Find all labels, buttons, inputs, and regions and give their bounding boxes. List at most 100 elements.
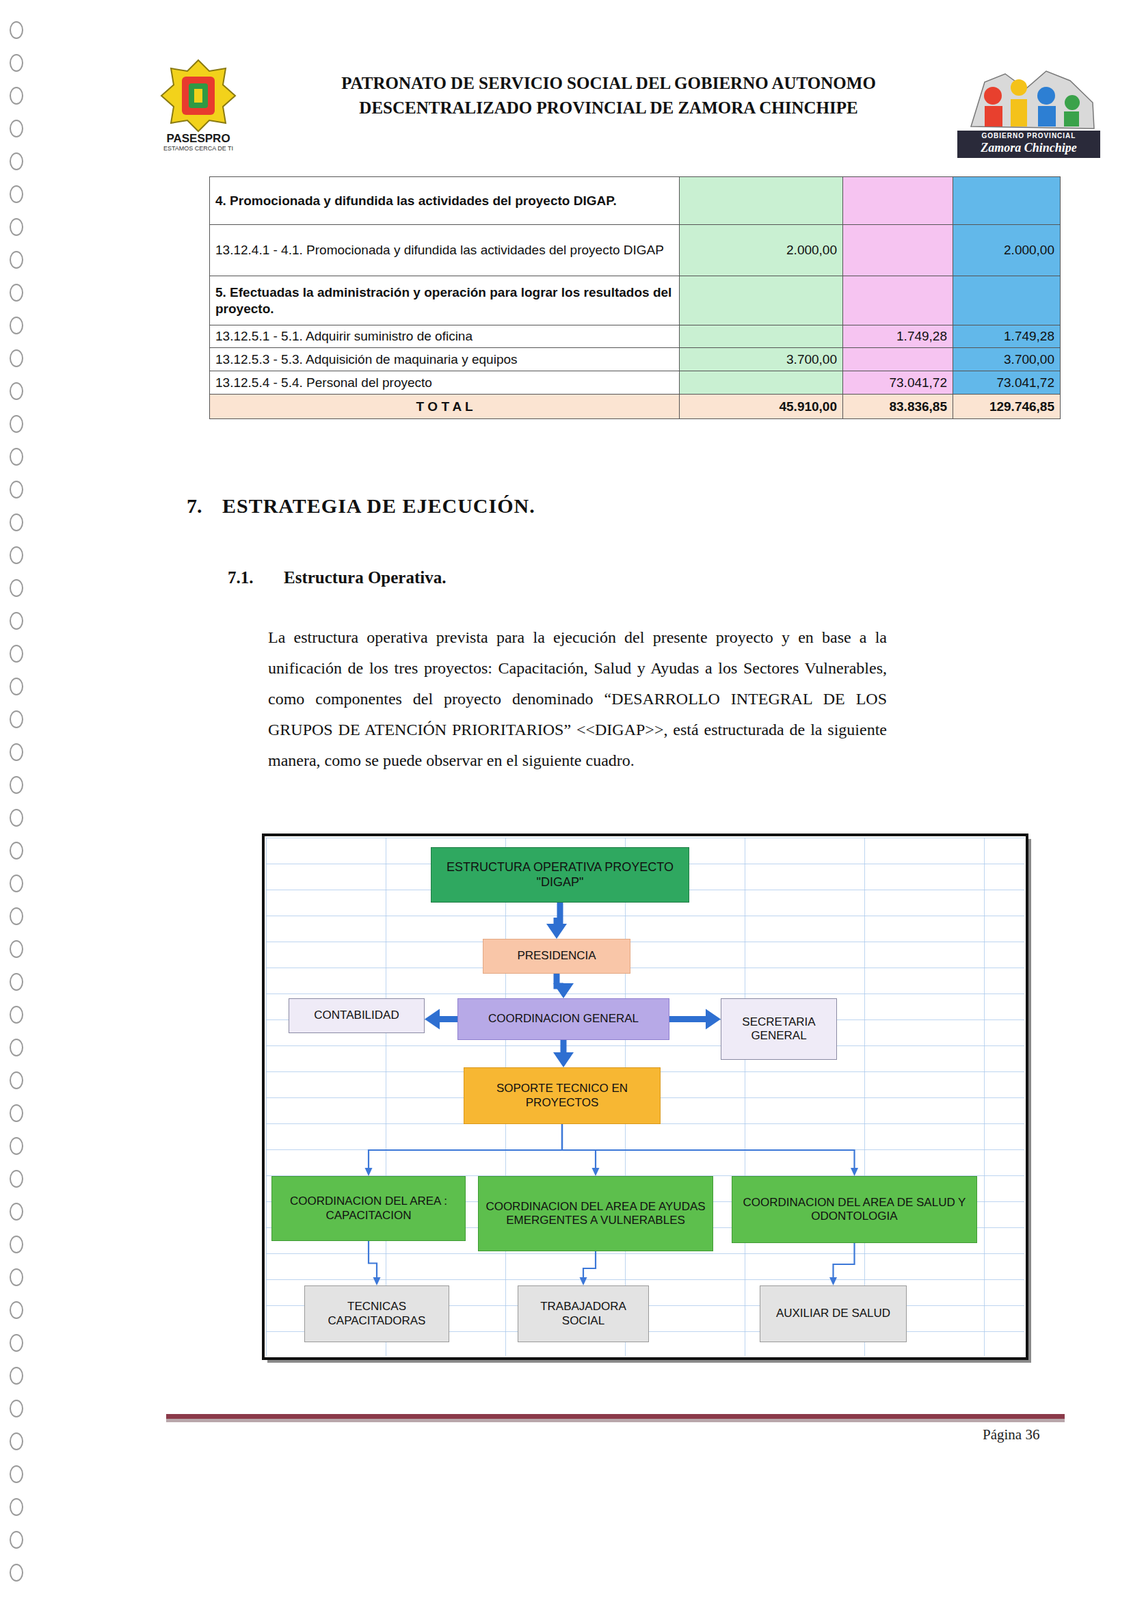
connector-arrow: [562, 1124, 859, 1177]
arrowhead: [424, 1009, 440, 1030]
box-text: COORDINACION DEL AREA DE AYUDAS EMERGENT…: [484, 1200, 708, 1229]
connector-arrow: [579, 1251, 597, 1286]
table-cell: 2.000,00: [953, 224, 1061, 277]
block-arrow: [424, 1009, 458, 1030]
table-cell: [953, 177, 1061, 225]
connector-line: [560, 1040, 567, 1054]
table-cell: 83.836,85: [843, 394, 954, 420]
box-text: SOPORTE TECNICO EN PROYECTOS: [469, 1081, 655, 1110]
row-description: 13.12.5.4 - 5.4. Personal del proyecto: [215, 375, 433, 390]
table-cell: 5. Efectuadas la administración y operac…: [209, 276, 680, 326]
binding-rings: [2, 13, 31, 1587]
footer-rule: [166, 1414, 1065, 1423]
connector-arrow: [365, 1124, 563, 1177]
arrowhead: [850, 1167, 859, 1177]
section-number: 7.: [186, 493, 203, 519]
amount: 73.041,72: [888, 375, 948, 390]
zamora-logo: [957, 71, 1101, 158]
connector-arrow: [829, 1243, 855, 1286]
arrowhead: [553, 983, 574, 999]
box-text: COORDINACION GENERAL: [488, 1012, 639, 1026]
table-row: 13.12.5.1 - 5.1. Adquirir suministro de …: [209, 325, 1061, 349]
table-row: 13.12.5.3 - 5.3. Adquisición de maquinar…: [209, 348, 1061, 372]
org-box: SOPORTE TECNICO EN PROYECTOS: [463, 1067, 661, 1125]
table-row: 13.12.4.1 - 4.1. Promocionada y difundid…: [209, 224, 1061, 277]
amount: 73.041,72: [996, 375, 1055, 390]
box-text: PRESIDENCIA: [516, 949, 596, 963]
block-arrow: [546, 902, 567, 939]
row-description: T O T A L: [415, 399, 473, 414]
connector-line: [669, 1016, 707, 1023]
org-box: COORDINACION DEL AREA : CAPACITACION: [271, 1176, 466, 1242]
arrowhead: [373, 1277, 381, 1286]
section-heading: ESTRATEGIA DE EJECUCIÓN.: [222, 493, 536, 519]
block-arrow: [553, 973, 574, 999]
box-text: CONTABILIDAD: [313, 1008, 399, 1023]
connector-line: [562, 1124, 596, 1169]
connector-line: [556, 902, 561, 925]
table-cell: [679, 177, 844, 225]
logo-caption: GOBIERNO PROVINCIAL: [957, 132, 1101, 140]
budget-table: 4. Promocionada y difundida las activida…: [209, 176, 1061, 420]
org-box: TECNICAS CAPACITADORAS: [304, 1285, 450, 1343]
table-cell: 73.041,72: [843, 371, 954, 395]
box-text: ESTRUCTURA OPERATIVA PROYECTO "DIGAP": [436, 860, 684, 890]
box-text: TRABAJADORA SOCIAL: [523, 1299, 643, 1328]
table-cell: [843, 177, 954, 225]
org-box: COORDINACION DEL AREA DE SALUD Y ODONTOL…: [731, 1176, 978, 1244]
table-row: 13.12.5.4 - 5.4. Personal del proyecto 73…: [209, 371, 1061, 395]
table-cell: 45.910,00: [679, 394, 844, 420]
subsection-heading: Estructura Operativa.: [283, 567, 446, 589]
table-cell: 129.746,85: [953, 394, 1061, 420]
table-cell: 4. Promocionada y difundida las activida…: [209, 177, 680, 225]
arrowhead: [553, 1052, 574, 1068]
table-cell: [843, 224, 954, 277]
amount: 1.749,28: [896, 328, 948, 344]
arrowhead: [579, 1277, 588, 1286]
logo-caption: Zamora Chinchipe: [957, 141, 1101, 156]
org-box: PRESIDENCIA: [482, 938, 631, 974]
table-cell: 3.700,00: [953, 348, 1061, 372]
table-cell: [679, 325, 844, 349]
org-box: CONTABILIDAD: [288, 998, 425, 1034]
chart-frame: [263, 834, 1032, 1363]
box-text: AUXILIAR DE SALUD: [776, 1306, 891, 1321]
table-cell: 1.749,28: [843, 325, 954, 349]
connector-line: [438, 1016, 458, 1023]
org-box: COORDINACION DEL AREA DE AYUDAS EMERGENT…: [477, 1176, 714, 1252]
amount: 2.000,00: [786, 242, 837, 258]
table-cell: 2.000,00: [679, 224, 844, 277]
row-description: 13.12.4.1 - 4.1. Promocionada y difundid…: [215, 242, 664, 258]
row-description: 13.12.5.1 - 5.1. Adquirir suministro de …: [215, 328, 473, 344]
box-text: COORDINACION DEL AREA DE SALUD Y ODONTOL…: [737, 1195, 971, 1224]
table-row: 4. Promocionada y difundida las activida…: [209, 177, 1061, 225]
amount: 45.910,00: [778, 399, 837, 414]
table-row: 5. Efectuadas la administración y operac…: [209, 276, 1061, 326]
table-cell: 13.12.5.1 - 5.1. Adquirir suministro de …: [209, 325, 680, 349]
table-cell: [679, 276, 844, 326]
connector-arrow: [368, 1241, 381, 1286]
arrowhead: [546, 923, 567, 939]
amount: 129.746,85: [989, 399, 1055, 414]
block-arrow: [669, 1009, 721, 1030]
amount: 83.836,85: [888, 399, 948, 414]
page-header-title: PATRONATO DE SERVICIO SOCIAL DEL GOBIERN…: [266, 71, 951, 122]
org-box: SECRETARIA GENERAL: [720, 998, 837, 1060]
table-body: 4. Promocionada y difundida las activida…: [209, 177, 1061, 420]
table-cell: 13.12.5.3 - 5.3. Adquisición de maquinar…: [209, 348, 680, 372]
box-text: SECRETARIA GENERAL: [726, 1015, 831, 1044]
table-cell: [843, 276, 954, 326]
table-cell: 73.041,72: [953, 371, 1061, 395]
box-text: COORDINACION DEL AREA : CAPACITACION: [277, 1194, 460, 1223]
root-box: ESTRUCTURA OPERATIVA PROYECTO "DIGAP": [430, 847, 690, 903]
box-text: TECNICAS CAPACITADORAS: [310, 1299, 444, 1328]
logo-tagline: ESTAMOS CERCA DE TI: [151, 145, 245, 152]
subsection-number: 7.1.: [227, 567, 254, 589]
connector-line: [368, 1124, 563, 1169]
table-row: T O T A L 45.910,00 83.836,85 129.746,85: [209, 394, 1061, 420]
connector-line: [368, 1241, 377, 1279]
amount: 3.700,00: [1003, 352, 1055, 367]
connector-line: [583, 1251, 596, 1279]
logo-name: PASESPRO: [151, 132, 245, 145]
